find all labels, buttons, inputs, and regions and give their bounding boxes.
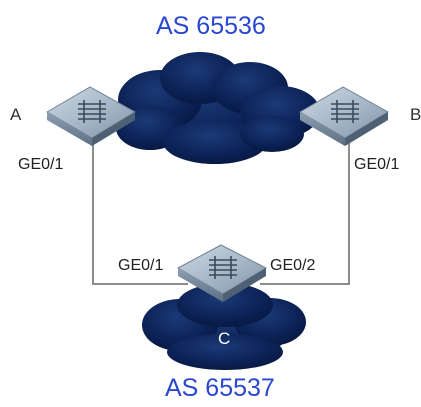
port-c-ge0-2-label: GE0/2 [270, 257, 316, 274]
node-b-label: B [410, 105, 421, 124]
node-a-label: A [10, 105, 22, 124]
port-a-ge0-1-label: GE0/1 [18, 156, 64, 173]
links [92, 135, 350, 285]
link-b-to-c [260, 135, 350, 285]
as-65537-label: AS 65537 [165, 374, 275, 402]
switch-c-icon [176, 244, 268, 302]
as-65537-cloud-icon [142, 283, 306, 370]
switch-b-icon [299, 86, 389, 146]
node-c-label: C [218, 329, 231, 348]
port-b-ge0-1-label: GE0/1 [354, 156, 400, 173]
port-c-ge0-1-label: GE0/1 [118, 257, 164, 274]
as-65536-cloud-icon [116, 52, 320, 164]
switch-a-icon [46, 86, 136, 146]
link-a-to-c [92, 135, 188, 285]
as-65536-label: AS 65536 [156, 12, 266, 40]
